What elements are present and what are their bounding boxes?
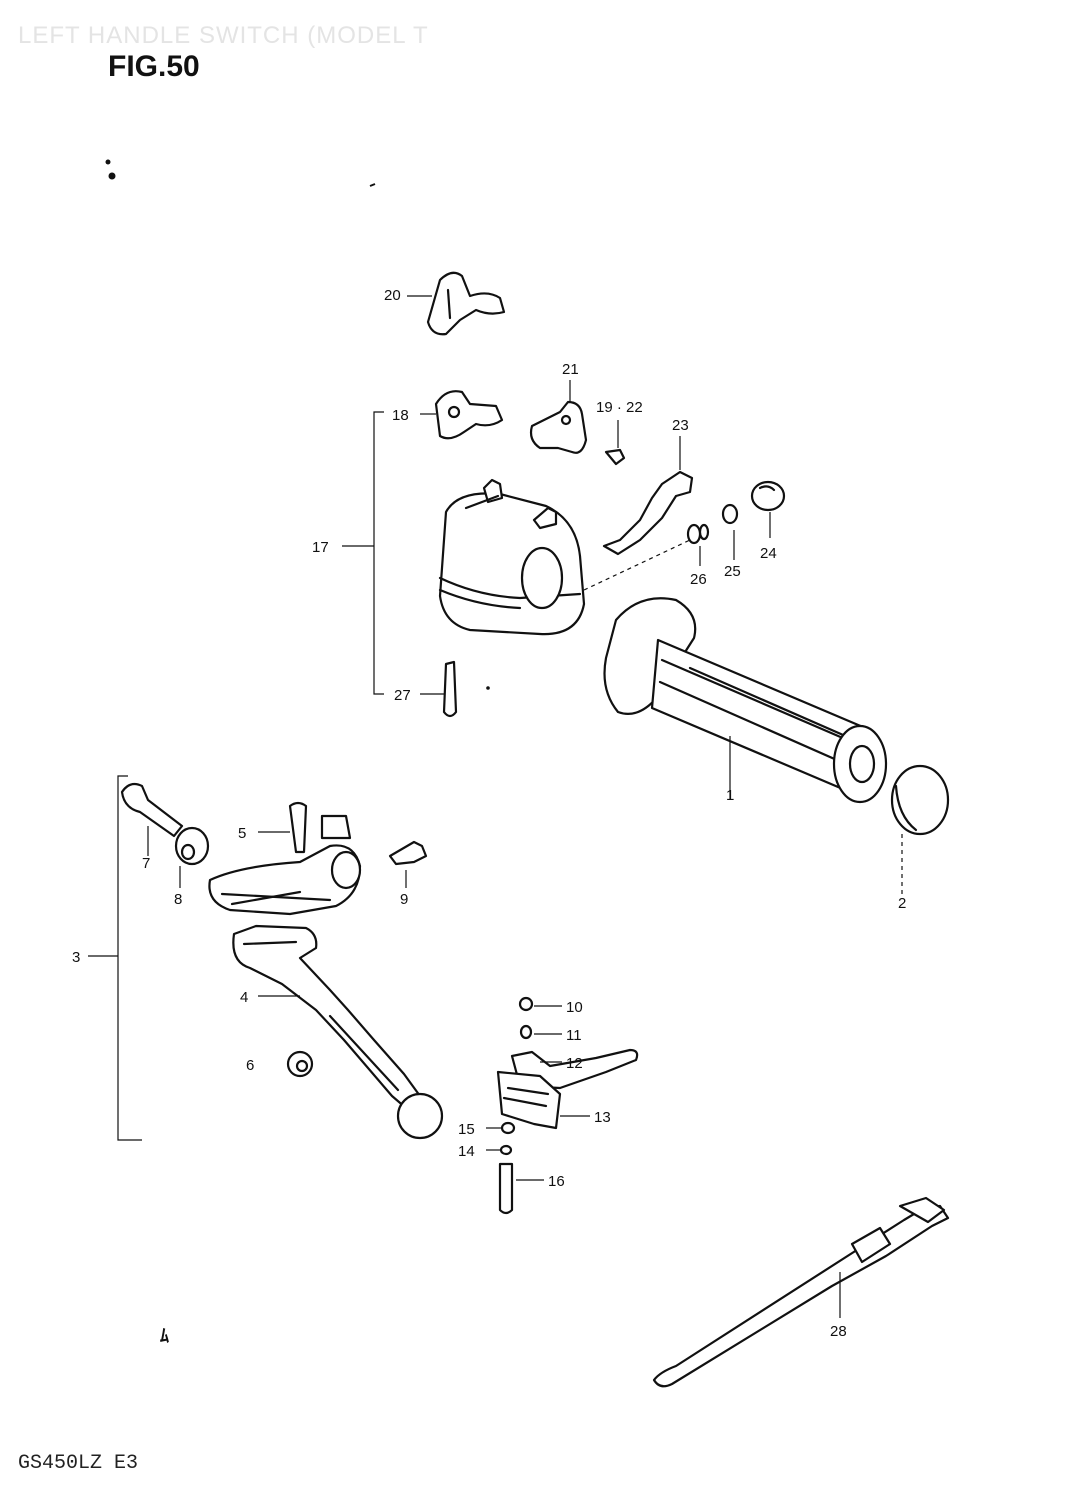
callout-17: 17 [312, 539, 329, 556]
part-14-washer [486, 1144, 513, 1156]
callout-26: 26 [690, 571, 707, 588]
part-23-lever [602, 436, 694, 556]
part-25-spring [721, 503, 739, 560]
callout-24: 24 [760, 545, 777, 562]
callout-5: 5 [238, 825, 246, 842]
part-28-clutch-cable [652, 1196, 950, 1388]
part-11-washer [519, 1024, 562, 1040]
callout-14: 14 [458, 1143, 475, 1160]
callout-28: 28 [830, 1323, 847, 1340]
part-2-grip-end-cap [890, 764, 950, 894]
figure-label: FIG.50 [108, 50, 200, 83]
callout-2: 2 [898, 895, 906, 912]
part-20-switch-knob [407, 271, 506, 336]
model-code: GS450LZ E3 [18, 1452, 139, 1475]
callout-23: 23 [672, 417, 689, 434]
part-9-screw [388, 840, 428, 888]
callout-15: 15 [458, 1121, 475, 1138]
specks [105, 159, 376, 187]
part-1-handle-grip [603, 597, 888, 804]
callout-12: 12 [566, 1055, 583, 1072]
part-27-screw [420, 660, 490, 718]
callout-labels: 20 18 21 19 · 22 23 17 24 25 26 27 1 2 3… [72, 287, 906, 1340]
bracket-3 [88, 775, 142, 1141]
callout-6: 6 [246, 1057, 254, 1074]
bracket-17 [342, 411, 384, 695]
callout-16: 16 [548, 1173, 565, 1190]
callout-27: 27 [394, 687, 411, 704]
part-17-switch-housing [438, 478, 691, 636]
part-24-cap [750, 480, 786, 538]
callout-8: 8 [174, 891, 182, 908]
part-13-switch-bracket [496, 1070, 590, 1130]
part-15-washer [486, 1121, 516, 1135]
part-7-bolt [120, 782, 184, 856]
part-4-clutch-lever [232, 924, 444, 1140]
part-10-screw [518, 996, 562, 1012]
callout-3: 3 [72, 949, 80, 966]
callout-1: 1 [726, 787, 734, 804]
part-6-nut [286, 1050, 314, 1078]
callout-20: 20 [384, 287, 401, 304]
part-18-switch-knob [420, 390, 504, 440]
callout-18: 18 [392, 407, 409, 424]
callout-7: 7 [142, 855, 150, 872]
callout-10: 10 [566, 999, 583, 1016]
part-5-bolt [258, 801, 308, 854]
part-8-pivot [174, 826, 210, 888]
header-title: LEFT HANDLE SWITCH (MODEL T [18, 22, 429, 49]
callout-9: 9 [400, 891, 408, 908]
part-21-switch-knob [529, 380, 588, 454]
callout-4: 4 [240, 989, 248, 1006]
part-26-washer [686, 523, 710, 566]
stamp-mark: ﾑ [160, 1326, 169, 1346]
part-19-22-screw [604, 420, 626, 466]
callout-19-22: 19 · 22 [596, 399, 643, 416]
callout-11: 11 [566, 1027, 582, 1044]
callout-13: 13 [594, 1109, 611, 1126]
part-3-lever-holder [208, 814, 362, 916]
callout-21: 21 [562, 361, 579, 378]
callout-25: 25 [724, 563, 741, 580]
part-16-screw [498, 1162, 544, 1215]
